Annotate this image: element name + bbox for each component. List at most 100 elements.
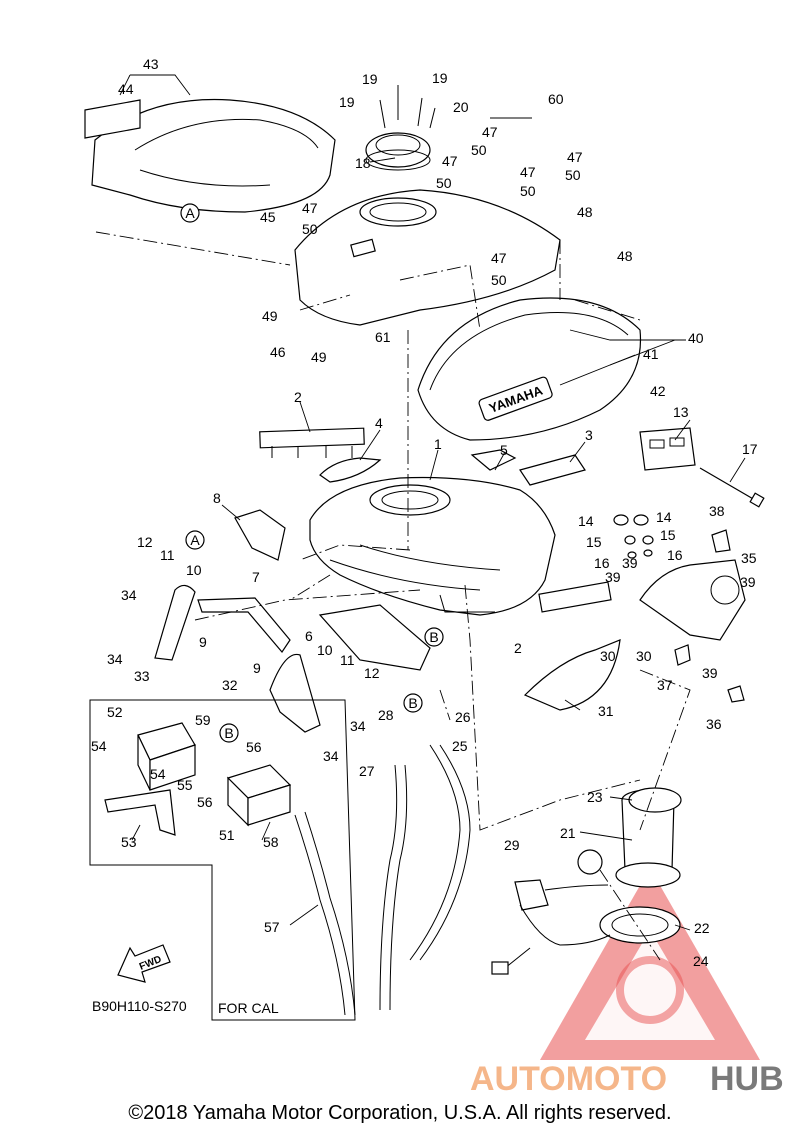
callout-15a: 15 <box>586 534 602 550</box>
for-cal-frame <box>89 699 356 1021</box>
valve-35 <box>639 529 746 641</box>
callout-51: 51 <box>219 827 235 843</box>
callout-38: 38 <box>709 503 725 519</box>
callout-57: 57 <box>264 919 280 935</box>
watermark <box>540 868 760 1060</box>
bracket-53 <box>104 789 176 836</box>
diagram-code: B90H110-S270 <box>92 998 187 1014</box>
callout-34d: 34 <box>323 748 339 764</box>
callout-26: 26 <box>455 709 471 725</box>
callout-29: 29 <box>504 837 520 853</box>
callout-7: 7 <box>252 569 260 585</box>
callout-39a: 39 <box>622 555 638 571</box>
stay-7 <box>197 597 291 653</box>
callout-47d: 47 <box>520 164 536 180</box>
bracket-2-top <box>259 427 365 458</box>
callout-24: 24 <box>693 953 709 969</box>
hose-57 <box>294 811 356 1016</box>
callout-20: 20 <box>453 99 469 115</box>
seal-3 <box>519 454 586 486</box>
callout-49b: 49 <box>311 349 327 365</box>
harness-29 <box>491 879 611 975</box>
ref-mark-b-3: B <box>219 723 239 743</box>
clamp-36 <box>727 685 745 703</box>
callout-21: 21 <box>560 825 576 841</box>
callout-16b: 16 <box>667 547 683 563</box>
callout-42: 42 <box>650 383 666 399</box>
callout-50a: 50 <box>471 142 487 158</box>
leader-lines <box>119 74 746 931</box>
callout-50d: 50 <box>520 183 536 199</box>
callout-5: 5 <box>500 442 508 458</box>
callout-46: 46 <box>270 344 286 360</box>
fuel-tank-1 <box>309 476 556 616</box>
callout-8: 8 <box>213 490 221 506</box>
callout-44: 44 <box>118 81 134 97</box>
hoses-25-27 <box>379 744 471 1011</box>
callout-50f: 50 <box>491 272 507 288</box>
callout-18: 18 <box>355 155 371 171</box>
side-cover-40: YAMAHA <box>417 297 642 441</box>
callout-10b: 10 <box>317 642 333 658</box>
callout-10a: 10 <box>186 562 202 578</box>
callout-41: 41 <box>643 346 659 362</box>
callout-56b: 56 <box>197 794 213 810</box>
callout-34b: 34 <box>107 651 123 667</box>
ref-mark-a-1: A <box>180 203 200 223</box>
pad-4 <box>319 457 382 483</box>
callout-58: 58 <box>263 834 279 850</box>
callout-2b: 2 <box>514 640 522 656</box>
canister-52 <box>137 722 196 791</box>
guide-lines <box>95 231 691 961</box>
callout-40: 40 <box>688 330 704 346</box>
callout-28: 28 <box>378 707 394 723</box>
stay-32 <box>269 653 321 733</box>
callout-19c: 19 <box>339 94 355 110</box>
callout-50e: 50 <box>302 221 318 237</box>
bracket-2-lower <box>538 581 612 613</box>
callout-52: 52 <box>107 704 123 720</box>
svg-text:B: B <box>224 725 233 741</box>
callout-14b: 14 <box>656 509 672 525</box>
callout-25: 25 <box>452 738 468 754</box>
callout-56a: 56 <box>246 739 262 755</box>
stay-33 <box>154 584 196 661</box>
callout-16a: 16 <box>594 555 610 571</box>
watermark-text-2: HUB <box>710 1060 784 1098</box>
callout-34a: 34 <box>121 587 137 603</box>
callout-12a: 12 <box>137 534 153 550</box>
callout-33: 33 <box>134 668 150 684</box>
callout-1: 1 <box>434 436 442 452</box>
callout-54b: 54 <box>150 766 166 782</box>
svg-text:A: A <box>185 205 195 221</box>
svg-text:B: B <box>408 695 417 711</box>
ref-mark-a-2: A <box>185 530 205 550</box>
callout-3: 3 <box>585 427 593 443</box>
callout-11b: 11 <box>340 652 355 668</box>
callout-17: 17 <box>742 441 758 457</box>
callout-14a: 14 <box>578 513 594 529</box>
callout-11a: 11 <box>160 547 175 563</box>
callout-2a: 2 <box>294 389 302 405</box>
callout-43: 43 <box>143 56 159 72</box>
callout-47a: 47 <box>482 124 498 140</box>
copyright-notice: ©2018 Yamaha Motor Corporation, U.S.A. A… <box>128 1102 672 1124</box>
fuel-cap-18 <box>365 85 436 171</box>
callout-19b: 19 <box>432 70 448 86</box>
tank-cover-46 <box>294 189 561 326</box>
pad-5 <box>470 449 517 471</box>
callout-32: 32 <box>222 677 238 693</box>
callout-labels: 43 44 19 19 19 20 60 47 50 18 47 47 47 5… <box>91 56 758 969</box>
callout-54a: 54 <box>91 738 107 754</box>
tank-cover-43 <box>84 98 336 213</box>
callout-47e: 47 <box>302 200 318 216</box>
callout-47c: 47 <box>567 149 583 165</box>
bracket-8 <box>234 509 286 561</box>
callout-9a: 9 <box>199 634 207 650</box>
callout-59: 59 <box>195 712 211 728</box>
callout-48a: 48 <box>577 204 593 220</box>
callout-15b: 15 <box>660 527 676 543</box>
callout-45: 45 <box>260 209 276 225</box>
callout-6: 6 <box>305 628 313 644</box>
heat-shield-6 <box>318 604 431 671</box>
